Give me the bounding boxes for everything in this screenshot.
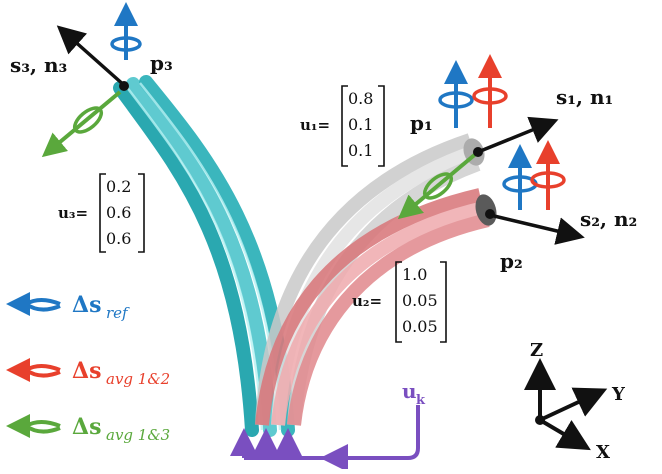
p2-frame	[485, 140, 585, 245]
legend-item-avg12: Δs avg 1&2	[6, 358, 170, 388]
axis-z-label: Z	[530, 340, 543, 361]
axis-y-label: Y	[611, 384, 626, 405]
s3-n3-label: s₃, n₃	[10, 53, 67, 77]
p1-label: p₁	[410, 111, 433, 135]
legend-avg12-sub: avg 1&2	[106, 370, 170, 388]
legend-ref-main: Δs	[72, 292, 101, 318]
legend-item-avg13: Δs avg 1&3	[6, 414, 170, 444]
pink-tube-bundle	[255, 188, 497, 426]
vector-u3: u₃= 0.2 0.6 0.6	[58, 173, 145, 253]
actuation-input	[230, 405, 420, 472]
coordinate-frame: Z Y X	[524, 340, 626, 463]
vector-u1: u₁= 0.8 0.1 0.1	[300, 85, 385, 167]
u3-value-1: 0.2	[106, 177, 131, 196]
u3-value-3: 0.6	[106, 229, 131, 248]
legend-ref-sub: ref	[106, 304, 130, 322]
s2-n2-label: s₂, n₂	[580, 207, 637, 231]
uk-main: u	[402, 379, 417, 403]
u1-name: u₁=	[300, 116, 330, 134]
p1-frame	[397, 54, 559, 220]
u2-value-2: 0.05	[402, 291, 438, 310]
legend-avg13-sub: avg 1&3	[106, 426, 170, 444]
u2-value-1: 1.0	[402, 265, 427, 284]
u1-value-3: 0.1	[348, 141, 373, 160]
u1-value-1: 0.8	[348, 89, 373, 108]
p2-label: p₂	[500, 249, 523, 273]
axis-x-label: X	[596, 442, 610, 463]
legend: Δs ref Δs avg 1&2 Δs avg 1&3	[6, 292, 170, 444]
p3-label: p₃	[150, 51, 173, 75]
u2-value-3: 0.05	[402, 317, 438, 336]
legend-avg13-main: Δs	[72, 414, 101, 440]
u1-value-2: 0.1	[348, 115, 373, 134]
uk-sub: k	[416, 393, 426, 408]
cyan-tube-bundle	[113, 75, 295, 437]
u3-name: u₃=	[58, 204, 88, 222]
legend-item-ref: Δs ref	[6, 292, 130, 322]
u2-name: u₂=	[352, 292, 382, 310]
s1-n1-label: s₁, n₁	[556, 85, 613, 109]
legend-avg12-main: Δs	[72, 358, 101, 384]
u3-value-2: 0.6	[106, 203, 131, 222]
p3-frame	[41, 2, 142, 158]
uk-label: u k	[402, 379, 426, 408]
vector-u2: u₂= 1.0 0.05 0.05	[352, 261, 447, 343]
